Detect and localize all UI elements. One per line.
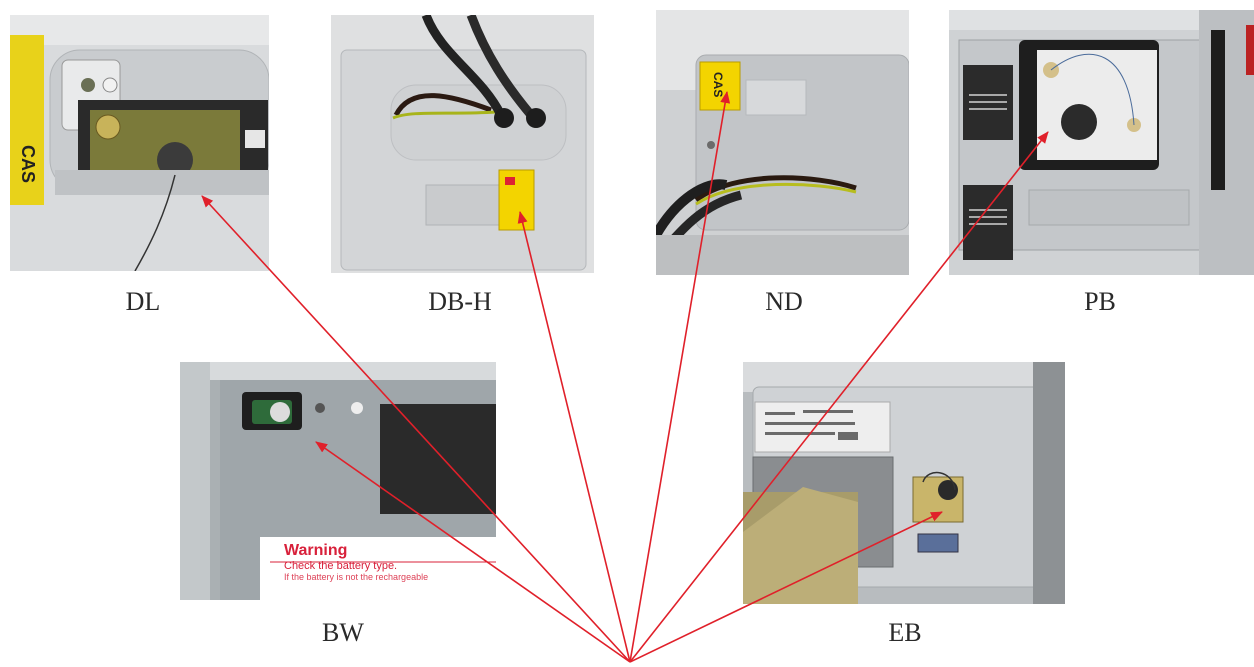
- photo-nd: CAS: [656, 10, 909, 275]
- arrow-to-pb: [629, 131, 1049, 663]
- photo-bw: Warning Check the battery type. If the b…: [180, 362, 496, 600]
- photo-pb: [949, 10, 1254, 275]
- warning-line-2: If the battery is not the rechargeable: [284, 572, 429, 582]
- photo-eb: [743, 362, 1065, 604]
- arrow-to-dl: [201, 195, 631, 663]
- warning-line-1: Check the battery type.: [284, 560, 398, 572]
- caption-pb: PB: [1084, 287, 1116, 316]
- photo-dl: CAS: [10, 15, 269, 271]
- caption-bw: BW: [322, 618, 364, 647]
- warning-title: Warning: [284, 542, 352, 560]
- caption-eb: EB: [888, 618, 922, 647]
- arrow-to-nd: [629, 91, 731, 663]
- nd-sticker-text: CAS: [711, 72, 725, 97]
- dl-sticker-text: CAS: [18, 145, 38, 183]
- caption-nd: ND: [765, 287, 803, 316]
- caption-db-h: DB-H: [428, 287, 492, 316]
- arrow-to-bw: [315, 441, 631, 663]
- arrow-to-db-h: [517, 211, 631, 663]
- arrow-to-eb: [629, 511, 943, 663]
- caption-dl: DL: [125, 287, 161, 316]
